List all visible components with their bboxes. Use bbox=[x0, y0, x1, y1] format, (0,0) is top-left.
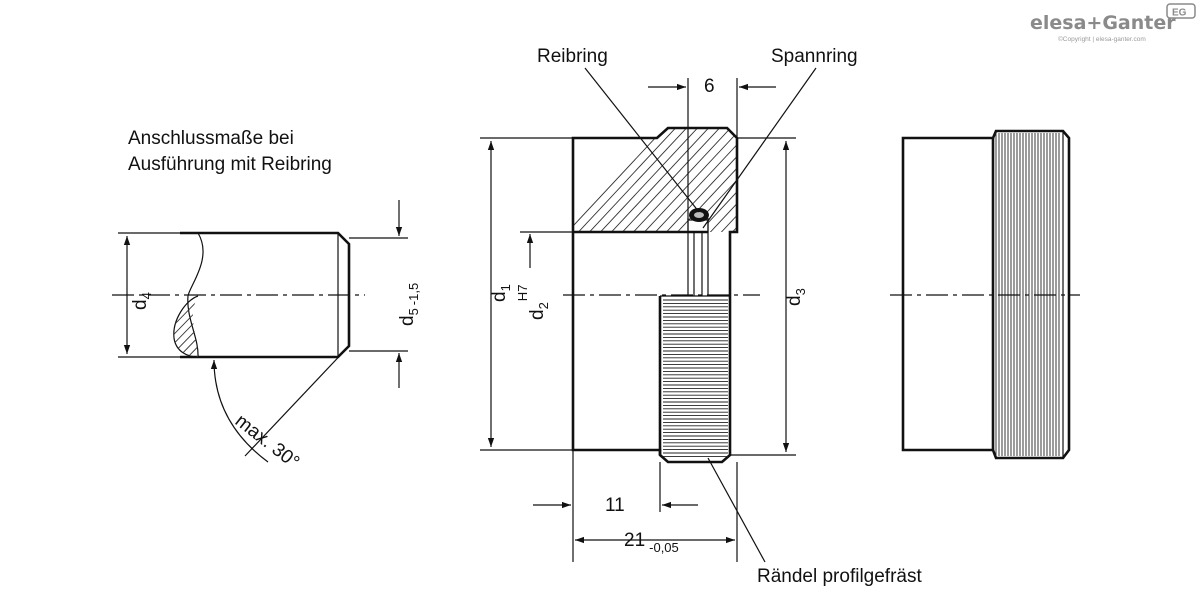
brand-name: elesa+Ganter bbox=[1030, 12, 1176, 34]
brand-logo: elesa+Ganter EG ©Copyright | elesa-gante… bbox=[1030, 3, 1196, 43]
dim-d5: d5-1,5 bbox=[397, 283, 421, 326]
shaft-view: Anschlussmaße bei Ausführung mit Reibrin… bbox=[112, 128, 421, 473]
label-friction-ring: Reibring bbox=[537, 46, 608, 67]
dim-width-11: 11 bbox=[605, 495, 625, 516]
brand-badge: EG bbox=[1172, 8, 1187, 19]
section-view: d1 d2H7 d3 6 11 21-0,05 Reibring Spannri… bbox=[480, 46, 922, 587]
connection-label-line1: Anschlussmaße bei bbox=[128, 128, 294, 149]
dim-width-21: 21-0,05 bbox=[624, 530, 679, 555]
dim-width-6: 6 bbox=[704, 76, 715, 97]
connection-label-line2: Ausführung mit Reibring bbox=[128, 154, 332, 175]
dim-d4: d4 bbox=[130, 292, 154, 310]
brand-copyright: ©Copyright | elesa-ganter.com bbox=[1058, 35, 1146, 43]
dim-d2: d2H7 bbox=[515, 285, 551, 320]
dim-d3: d3 bbox=[784, 288, 808, 306]
label-tension-ring: Spannring bbox=[771, 46, 858, 67]
dim-angle: max. 30° bbox=[231, 410, 303, 473]
dim-d1: d1 bbox=[489, 284, 513, 302]
side-view bbox=[890, 129, 1080, 460]
label-knurl: Rändel profilgefräst bbox=[757, 566, 922, 587]
